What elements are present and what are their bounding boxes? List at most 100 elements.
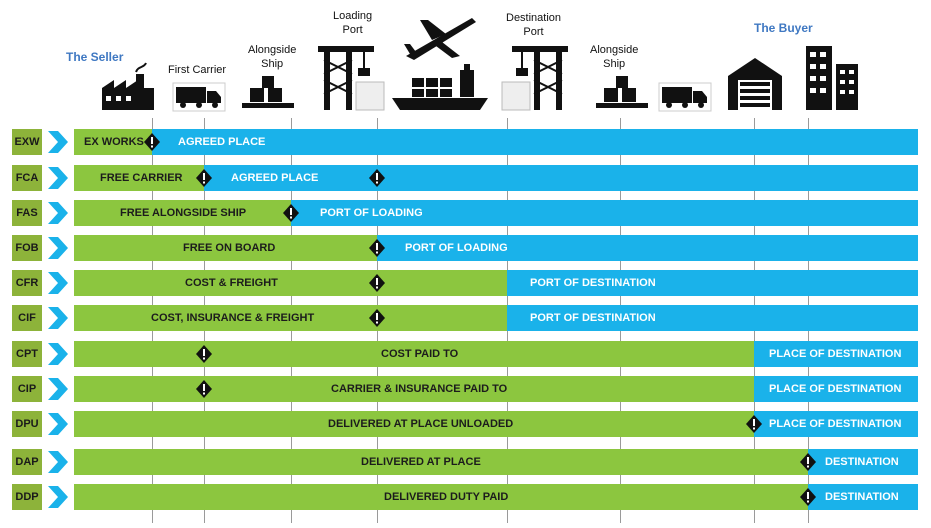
buyer-segment-label: PORT OF LOADING xyxy=(405,242,508,254)
risk-transfer-warning-icon xyxy=(746,415,762,433)
seller-segment-label: FREE ALONGSIDE SHIP xyxy=(120,207,247,219)
header-loading-port: Loading Port xyxy=(333,10,373,36)
seller-segment-label: CARRIER & INSURANCE PAID TO xyxy=(331,383,508,395)
chevron-right-icon xyxy=(48,486,68,508)
incoterm-code: FCA xyxy=(12,165,42,191)
chevron-right-icon xyxy=(48,237,68,259)
risk-transfer-warning-icon xyxy=(369,169,385,187)
buyer-responsibility-segment: DESTINATION xyxy=(808,449,918,475)
risk-transfer-warning-icon xyxy=(369,239,385,257)
incoterm-code: EXW xyxy=(12,129,42,155)
buyer-segment-label: PLACE OF DESTINATION xyxy=(769,348,902,360)
buyer-responsibility-segment: PORT OF LOADING xyxy=(291,200,918,226)
risk-transfer-warning-icon xyxy=(800,453,816,471)
header-buyer: The Buyer xyxy=(754,21,813,35)
seller-segment-label: COST, INSURANCE & FREIGHT xyxy=(151,312,315,324)
risk-transfer-warning-icon xyxy=(144,133,160,151)
seller-segment-label: COST & FREIGHT xyxy=(185,277,278,289)
incoterm-row-cif: CIF COST, INSURANCE & FREIGHT PORT OF DEST… xyxy=(0,305,931,331)
buyer-segment-label: AGREED PLACE xyxy=(231,172,319,184)
incoterm-code: CIP xyxy=(12,376,42,402)
chevron-right-icon xyxy=(48,131,68,153)
incoterm-row-ddp: DDP DELIVERED DUTY PAID DESTINATION xyxy=(0,484,931,510)
buyer-segment-label: PLACE OF DESTINATION xyxy=(769,418,902,430)
seller-responsibility-segment: DELIVERED AT PLACE xyxy=(74,449,808,475)
seller-responsibility-segment: EX WORKS xyxy=(74,129,152,155)
seller-responsibility-segment: COST PAID TO xyxy=(74,341,754,367)
incoterm-row-fca: FCA FREE CARRIER AGREED PLACE xyxy=(0,165,931,191)
seller-segment-label: DELIVERED AT PLACE UNLOADED xyxy=(328,418,514,430)
buyer-segment-label: DESTINATION xyxy=(825,491,899,503)
seller-responsibility-segment: FREE ON BOARD xyxy=(74,235,377,261)
incoterm-code: FOB xyxy=(12,235,42,261)
city-buildings-icon xyxy=(806,46,858,110)
incoterm-row-cpt: CPT COST PAID TO PLACE OF DESTINATION xyxy=(0,341,931,367)
risk-transfer-warning-icon xyxy=(800,488,816,506)
chevron-right-icon xyxy=(48,202,68,224)
chevron-right-icon xyxy=(48,413,68,435)
seller-segment-label: FREE CARRIER xyxy=(100,172,183,184)
buyer-responsibility-segment: AGREED PLACE xyxy=(204,165,918,191)
incoterm-row-cip: CIP CARRIER & INSURANCE PAID TO PLACE OF D… xyxy=(0,376,931,402)
incoterm-row-fob: FOB FREE ON BOARD PORT OF LOADING xyxy=(0,235,931,261)
chevron-right-icon xyxy=(48,272,68,294)
risk-transfer-warning-icon xyxy=(196,380,212,398)
buyer-responsibility-segment: PORT OF LOADING xyxy=(377,235,918,261)
seller-segment-label: EX WORKS xyxy=(84,136,144,148)
seller-segment-label: COST PAID TO xyxy=(381,348,459,360)
warehouse-icon xyxy=(728,58,782,110)
buyer-responsibility-segment: PLACE OF DESTINATION xyxy=(754,376,918,402)
factory-icon xyxy=(102,62,154,110)
seller-responsibility-segment: DELIVERED DUTY PAID xyxy=(74,484,808,510)
risk-transfer-warning-icon xyxy=(196,345,212,363)
incoterm-row-fas: FAS FREE ALONGSIDE SHIP PORT OF LOADING xyxy=(0,200,931,226)
chevron-right-icon xyxy=(48,343,68,365)
crane-icon xyxy=(318,46,385,111)
incoterm-code: CPT xyxy=(12,341,42,367)
incoterm-row-cfr: CFR COST & FREIGHT PORT OF DESTINATION xyxy=(0,270,931,296)
buyer-segment-label: DESTINATION xyxy=(825,456,899,468)
seller-responsibility-segment: CARRIER & INSURANCE PAID TO xyxy=(74,376,754,402)
chevron-right-icon xyxy=(48,451,68,473)
buyer-segment-label: PORT OF DESTINATION xyxy=(530,277,656,289)
buyer-responsibility-segment: DESTINATION xyxy=(808,484,918,510)
header-first-carrier: First Carrier xyxy=(168,64,227,76)
pallet-icon xyxy=(242,76,294,108)
pallet-icon xyxy=(596,76,648,108)
incoterm-row-exw: EXW EX WORKS AGREED PLACE xyxy=(0,129,931,155)
buyer-segment-label: PORT OF DESTINATION xyxy=(530,312,656,324)
buyer-segment-label: PORT OF LOADING xyxy=(320,207,423,219)
cargo-ship-icon xyxy=(392,64,488,110)
risk-transfer-warning-icon xyxy=(196,169,212,187)
header-alongside-ship-1: Alongside Ship xyxy=(248,44,297,70)
buyer-segment-label: AGREED PLACE xyxy=(178,136,266,148)
header-alongside-ship-2: Alongside Ship xyxy=(590,44,639,70)
incoterm-code: DPU xyxy=(12,411,42,437)
seller-segment-label: FREE ON BOARD xyxy=(183,242,276,254)
incoterm-code: CIF xyxy=(12,305,42,331)
seller-responsibility-segment: FREE CARRIER xyxy=(74,165,204,191)
header-seller: The Seller xyxy=(66,50,124,64)
buyer-segment-label: PLACE OF DESTINATION xyxy=(769,383,902,395)
seller-responsibility-segment: FREE ALONGSIDE SHIP xyxy=(74,200,291,226)
chevron-right-icon xyxy=(48,167,68,189)
incoterm-row-dpu: DPU DELIVERED AT PLACE UNLOADED PLACE OF D… xyxy=(0,411,931,437)
incoterm-code: CFR xyxy=(12,270,42,296)
truck-icon xyxy=(172,82,226,112)
incoterm-row-dap: DAP DELIVERED AT PLACE DESTINATION xyxy=(0,449,931,475)
crane-icon xyxy=(501,46,568,111)
risk-transfer-warning-icon xyxy=(369,309,385,327)
incoterm-code: DDP xyxy=(12,484,42,510)
chevron-right-icon xyxy=(48,378,68,400)
buyer-responsibility-segment: AGREED PLACE xyxy=(152,129,918,155)
buyer-responsibility-segment: PLACE OF DESTINATION xyxy=(754,341,918,367)
incoterm-code: DAP xyxy=(12,449,42,475)
incoterm-code: FAS xyxy=(12,200,42,226)
seller-segment-label: DELIVERED DUTY PAID xyxy=(384,491,509,503)
buyer-responsibility-segment: PORT OF DESTINATION xyxy=(507,305,918,331)
seller-responsibility-segment: DELIVERED AT PLACE UNLOADED xyxy=(74,411,754,437)
buyer-responsibility-segment: PORT OF DESTINATION xyxy=(507,270,918,296)
risk-transfer-warning-icon xyxy=(369,274,385,292)
seller-segment-label: DELIVERED AT PLACE xyxy=(361,456,481,468)
chevron-right-icon xyxy=(48,307,68,329)
